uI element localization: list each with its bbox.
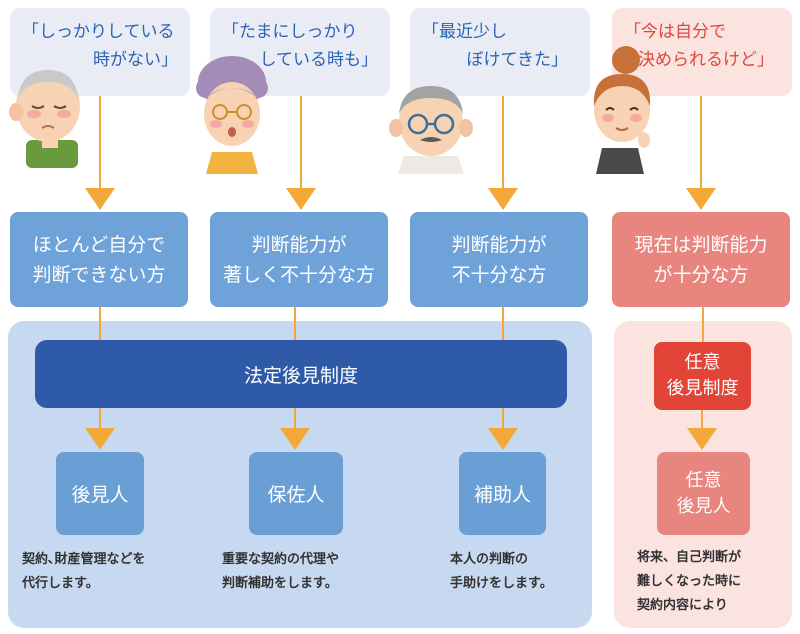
bubble-4-line2: 決められるけど」	[638, 50, 774, 70]
category-4-line2: が十分な方	[653, 263, 749, 286]
role-guardian-label: 後見人	[71, 484, 129, 506]
connector-1	[99, 307, 101, 340]
role-curator-desc-line2: 判断補助をします。	[222, 576, 338, 591]
arrow-role-2	[280, 408, 310, 450]
role-assistant-desc: 本人の判断の 手助けをします。	[450, 548, 553, 596]
category-3-line2: 不十分な方	[451, 263, 547, 286]
role-assistant-desc-line1: 本人の判断の	[450, 552, 529, 567]
bubble-4-line1: 「今は自分で	[624, 22, 726, 42]
role-assistant-label: 補助人	[473, 484, 531, 506]
role-guardian: 後見人	[56, 452, 144, 535]
role-assistant: 補助人	[459, 452, 546, 535]
connector-4	[702, 307, 704, 342]
bubble-3-line1: 「最近少し	[422, 22, 507, 42]
category-4-line1: 現在は判断能力	[634, 233, 768, 256]
category-1-line2: 判断できない方	[32, 263, 166, 286]
bubble-3: 「最近少し ぼけてきた」	[410, 8, 590, 96]
voluntary-desc-line2: 難しくなった時に	[637, 574, 742, 589]
arrow-3	[488, 96, 518, 210]
elderly-man-icon	[9, 70, 80, 168]
bubble-1-line1: 「しっかりしている	[22, 22, 175, 42]
voluntary-system-line2: 後見制度	[666, 378, 739, 399]
voluntary-desc: 将来、自己判断が 難しくなった時に 契約内容により	[637, 546, 741, 618]
bubble-2-line2: している時も」	[259, 50, 379, 70]
legal-guardianship-label: 法定後見制度	[243, 364, 358, 387]
bubble-3-line2: ぼけてきた」	[466, 50, 569, 70]
voluntary-guardian: 任意 後見人	[657, 452, 750, 535]
role-guardian-desc: 契約､財産管理などを 代行します。	[22, 548, 146, 596]
role-curator-label: 保佐人	[267, 484, 325, 506]
role-guardian-desc-line2: 代行します。	[22, 576, 99, 591]
role-curator: 保佐人	[249, 452, 343, 535]
category-1-line1: ほとんど自分で	[32, 233, 166, 256]
bubble-2-line1: 「たまにしっかり	[222, 22, 358, 42]
role-curator-desc-line1: 重要な契約の代理や	[222, 552, 340, 567]
voluntary-desc-line1: 将来、自己判断が	[637, 550, 742, 565]
arrow-4	[686, 96, 716, 210]
arrow-voluntary	[687, 410, 717, 450]
arrow-2	[286, 96, 316, 210]
category-box-3: 判断能力が 不十分な方	[410, 212, 588, 307]
arrow-role-3	[488, 408, 518, 450]
voluntary-desc-line3: 契約内容により	[637, 598, 728, 613]
category-2-line1: 判断能力が	[251, 233, 347, 256]
voluntary-system-line1: 任意	[684, 352, 721, 373]
bubble-1-line2: 時がない」	[93, 50, 178, 70]
role-curator-desc: 重要な契約の代理や 判断補助をします。	[222, 548, 339, 596]
bubble-2: 「たまにしっかり している時も」	[210, 8, 390, 96]
arrow-1	[85, 96, 115, 210]
category-box-2: 判断能力が 著しく不十分な方	[210, 212, 388, 307]
category-box-4: 現在は判断能力 が十分な方	[612, 212, 790, 307]
category-3-line1: 判断能力が	[451, 233, 547, 256]
voluntary-person-line1: 任意	[685, 469, 722, 491]
man-with-glasses-icon	[389, 86, 473, 174]
elderly-woman-icon	[196, 56, 268, 174]
bubble-4: 「今は自分で 決められるけど」	[612, 8, 792, 96]
arrow-role-1	[85, 408, 115, 450]
connector-2	[294, 307, 296, 340]
voluntary-guardianship-system: 任意 後見制度	[654, 342, 751, 410]
category-2-line2: 著しく不十分な方	[222, 263, 375, 286]
category-box-1: ほとんど自分で 判断できない方	[10, 212, 188, 307]
voluntary-person-line2: 後見人	[676, 495, 731, 517]
woman-icon	[593, 46, 651, 174]
connector-3	[502, 307, 504, 340]
legal-guardianship-system: 法定後見制度	[35, 340, 567, 408]
role-assistant-desc-line2: 手助けをします。	[450, 576, 553, 591]
role-guardian-desc-line1: 契約､財産管理などを	[22, 552, 146, 567]
